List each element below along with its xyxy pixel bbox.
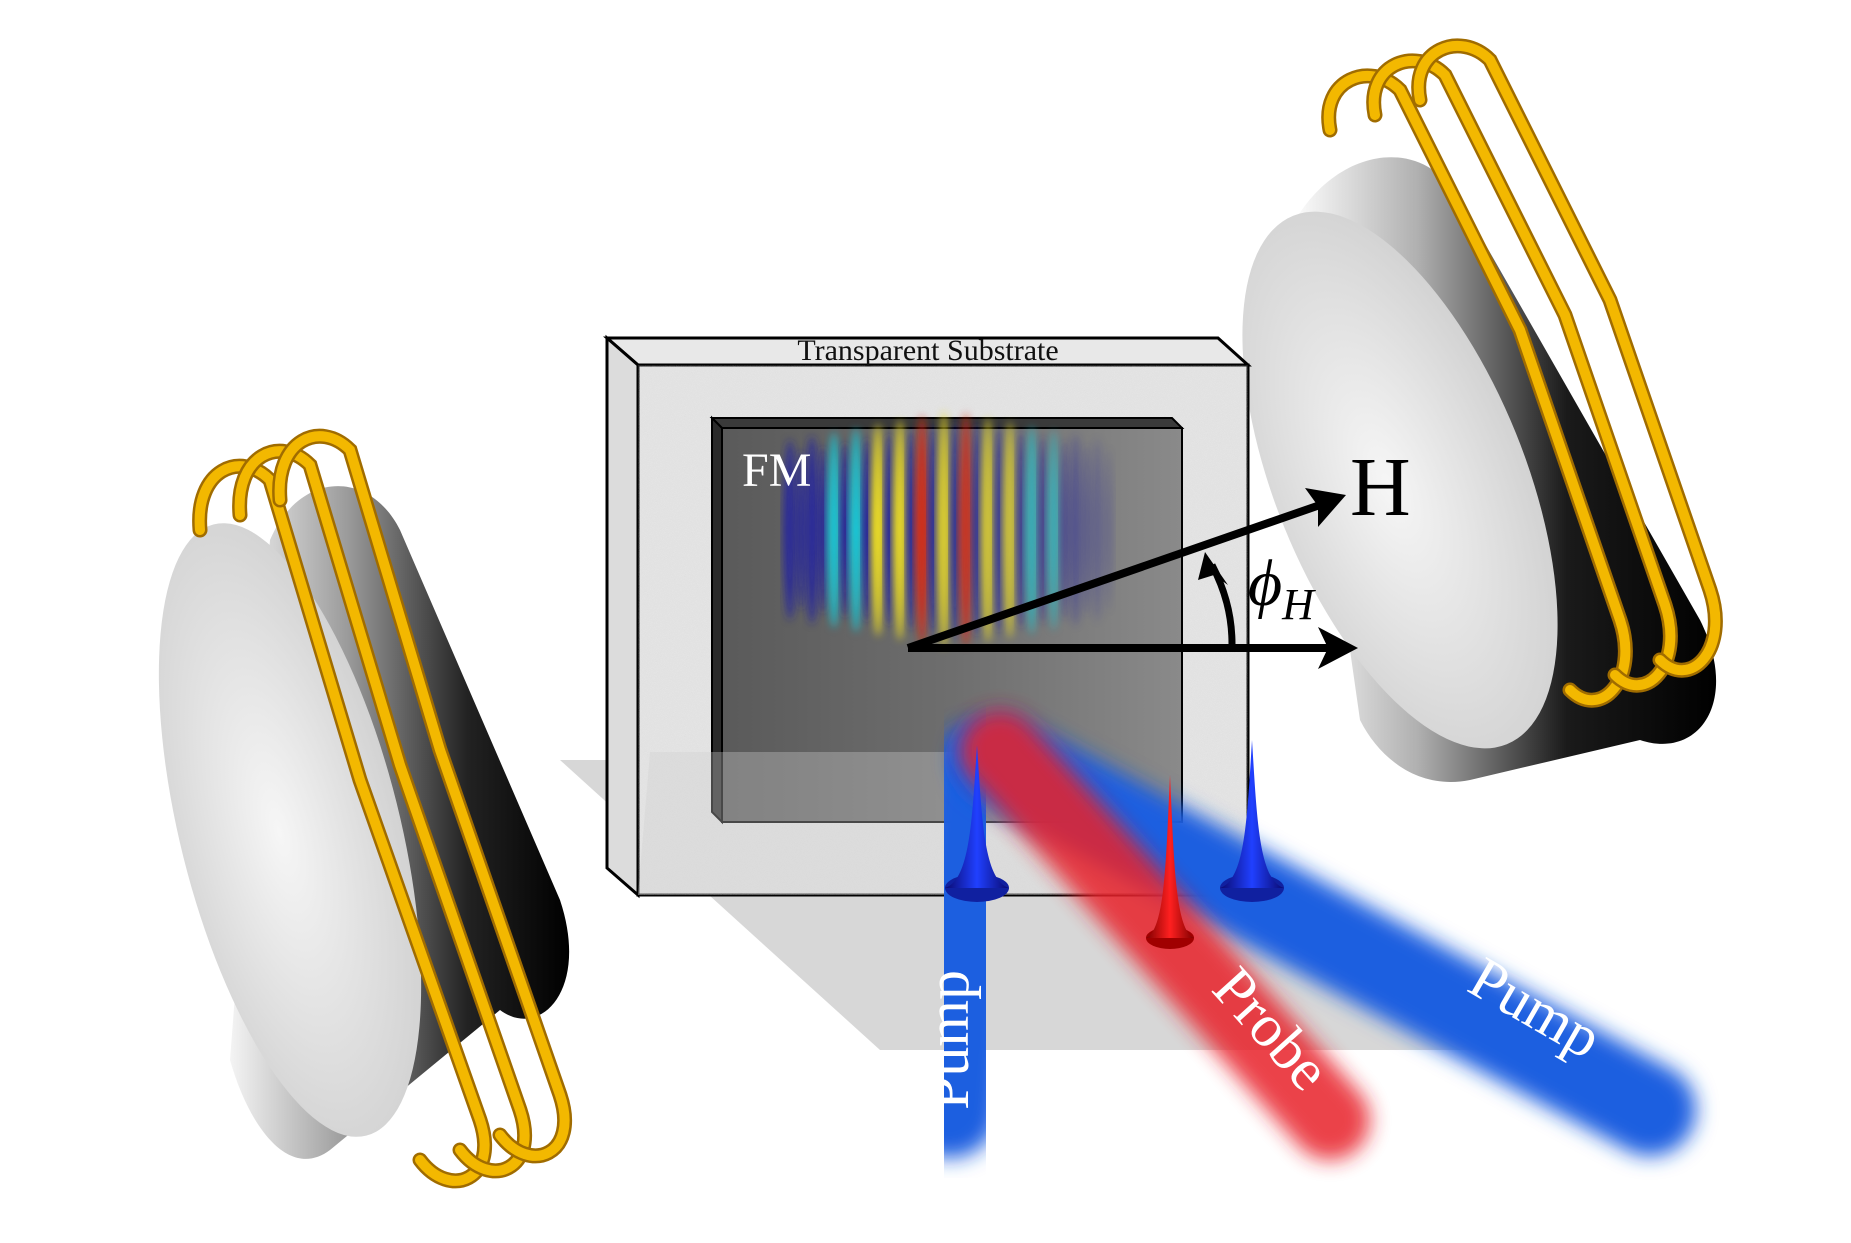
spin-wave-stripe: [818, 445, 828, 615]
spin-wave-stripe: [827, 431, 841, 629]
spin-wave-stripe: [1038, 435, 1048, 625]
spin-wave-pattern: [783, 411, 1114, 649]
left-magnet: [158, 428, 573, 1189]
substrate-label: Transparent Substrate: [797, 334, 1058, 367]
field-arrowhead: [1305, 488, 1346, 527]
spin-wave-stripe: [994, 427, 1004, 633]
spin-wave-stripe: [849, 427, 863, 633]
reference-axis-arrowhead: [1318, 627, 1358, 669]
spin-wave-stripe: [796, 450, 806, 610]
spin-wave-stripe: [862, 437, 872, 623]
spin-wave-stripe: [1047, 429, 1061, 631]
spin-wave-stripe: [915, 415, 929, 645]
spin-wave-stripe: [1069, 433, 1083, 627]
spin-wave-stripe: [871, 423, 885, 637]
angle-arc-arrowhead: [1198, 552, 1228, 585]
spin-wave-stripe: [783, 440, 797, 620]
field-vectors: H ϕH: [906, 441, 1411, 669]
spin-wave-stripe: [928, 425, 938, 635]
right-magnet-face: [1242, 211, 1558, 749]
spin-wave-stripe: [805, 435, 819, 625]
right-magnet: [1242, 38, 1723, 782]
pump-pulse-right: [1220, 740, 1284, 902]
spin-wave-stripe: [981, 417, 995, 643]
spin-wave-stripe: [1016, 431, 1026, 629]
spin-wave-stripe: [950, 421, 960, 639]
spin-wave-stripe: [937, 411, 951, 649]
spin-wave-stripe: [1104, 447, 1114, 613]
spin-wave-stripe: [959, 413, 973, 647]
pump-pulse-left: [945, 745, 1009, 902]
field-arrow: [906, 501, 1322, 652]
spin-wave-stripe: [1091, 437, 1105, 623]
spin-wave-stripe: [893, 419, 907, 641]
field-label: H: [1350, 441, 1411, 534]
pulses: [945, 740, 1284, 949]
angle-label: ϕH: [1248, 547, 1316, 629]
substrate-side-face: [605, 334, 640, 899]
left-magnet-face: [158, 523, 422, 1137]
probe-pulse: [1146, 775, 1194, 949]
spin-wave-stripe: [1060, 439, 1070, 621]
spin-wave-stripe: [1082, 443, 1092, 617]
spin-wave-stripe: [972, 423, 982, 637]
spin-wave-stripe: [840, 441, 850, 619]
right-coil: [1321, 38, 1723, 708]
spin-wave-stripe: [906, 429, 916, 631]
pump-left-label: Pump: [915, 970, 981, 1110]
spin-wave-stripe: [884, 433, 894, 627]
spin-wave-stripe: [1025, 425, 1039, 635]
left-coil: [192, 428, 573, 1189]
film-label: FM: [742, 444, 811, 497]
spin-wave-stripe: [1003, 421, 1017, 639]
